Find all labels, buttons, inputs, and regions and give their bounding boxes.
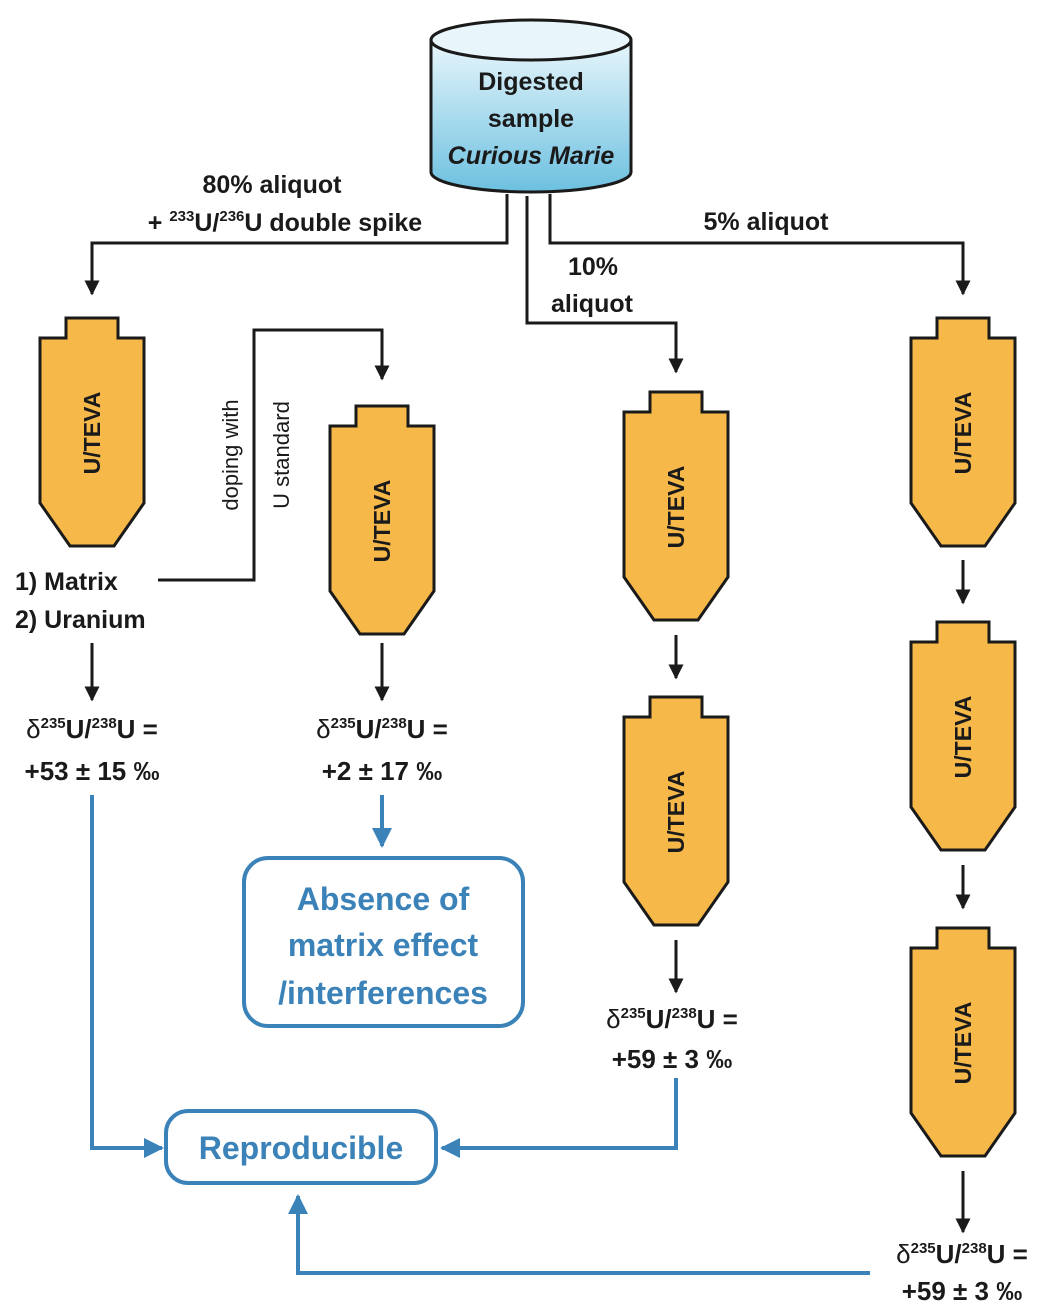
column-3a-label: U/TEVA (663, 466, 689, 549)
doping-line-2: U standard (269, 401, 294, 509)
arrow-80-aliquot (84, 194, 509, 296)
result-3-value: +59 ± 3 ‰ (612, 1044, 733, 1074)
aliquot-10-label-2: aliquot (551, 290, 634, 318)
arrow-doping (158, 328, 390, 582)
column-4a-label: U/TEVA (950, 392, 976, 475)
result-2: δ235U/238U = +2 ± 17 ‰ (316, 714, 448, 786)
sample-name: Curious Marie (448, 142, 615, 170)
doping-label: doping with U standard (218, 399, 294, 510)
column-3b-label: U/TEVA (663, 771, 689, 854)
absence-line-3: /interferences (278, 975, 488, 1011)
result-1: δ235U/238U = +53 ± 15 ‰ (25, 714, 160, 786)
doping-line-1: doping with (218, 399, 243, 510)
column-2-label: U/TEVA (369, 480, 395, 563)
result-2-ratio: δ235U/238U = (316, 714, 448, 744)
column-4c: U/TEVA (909, 926, 1017, 1158)
column-1: U/TEVA (38, 316, 146, 548)
column-4c-label: U/TEVA (950, 1002, 976, 1085)
sample-line-1: Digested (478, 68, 584, 96)
arrow-10-aliquot (525, 196, 684, 374)
blue-arrow-result1-reproducible (90, 795, 164, 1158)
fraction-uranium: 2) Uranium (15, 606, 146, 634)
reproducible-box: Reproducible (164, 1109, 438, 1185)
conclusion-arrows (90, 795, 870, 1275)
absence-box: Absence of matrix effect /interferences (242, 856, 525, 1028)
result-2-value: +2 ± 17 ‰ (322, 756, 443, 786)
column-3a: U/TEVA (622, 390, 730, 622)
aliquot-80-label: 80% aliquot (203, 171, 343, 199)
column-4b: U/TEVA (909, 620, 1017, 852)
column-4a: U/TEVA (909, 316, 1017, 548)
column-2: U/TEVA (328, 404, 436, 636)
column-3b: U/TEVA (622, 695, 730, 927)
absence-line-2: matrix effect (288, 927, 479, 963)
blue-arrow-result4-reproducible (288, 1194, 870, 1275)
blue-arrow-result3-reproducible (440, 1078, 678, 1158)
aliquot-5-label: 5% aliquot (703, 208, 829, 236)
result-4-ratio: δ235U/238U = (896, 1239, 1028, 1269)
branch-arrows (84, 194, 971, 1234)
column-4b-label: U/TEVA (950, 696, 976, 779)
aliquot-80-spike-label: + 233U/236U double spike (148, 208, 423, 237)
fraction-matrix: 1) Matrix (15, 568, 118, 596)
aliquot-10-label-1: 10% (568, 253, 618, 281)
reproducible-label: Reproducible (199, 1130, 403, 1166)
result-1-ratio: δ235U/238U = (26, 714, 158, 744)
result-4-value: +59 ± 3 ‰ (902, 1276, 1023, 1304)
result-4: δ235U/238U = +59 ± 3 ‰ (896, 1239, 1028, 1304)
result-3: δ235U/238U = +59 ± 3 ‰ (606, 1004, 738, 1074)
digested-sample-container: Digested sample Curious Marie (429, 18, 633, 194)
column-1-label: U/TEVA (79, 392, 105, 475)
sample-line-2: sample (488, 105, 574, 133)
result-1-value: +53 ± 15 ‰ (25, 756, 160, 786)
absence-line-1: Absence of (297, 881, 470, 917)
result-3-ratio: δ235U/238U = (606, 1004, 738, 1034)
arrow-5-aliquot (548, 194, 971, 296)
